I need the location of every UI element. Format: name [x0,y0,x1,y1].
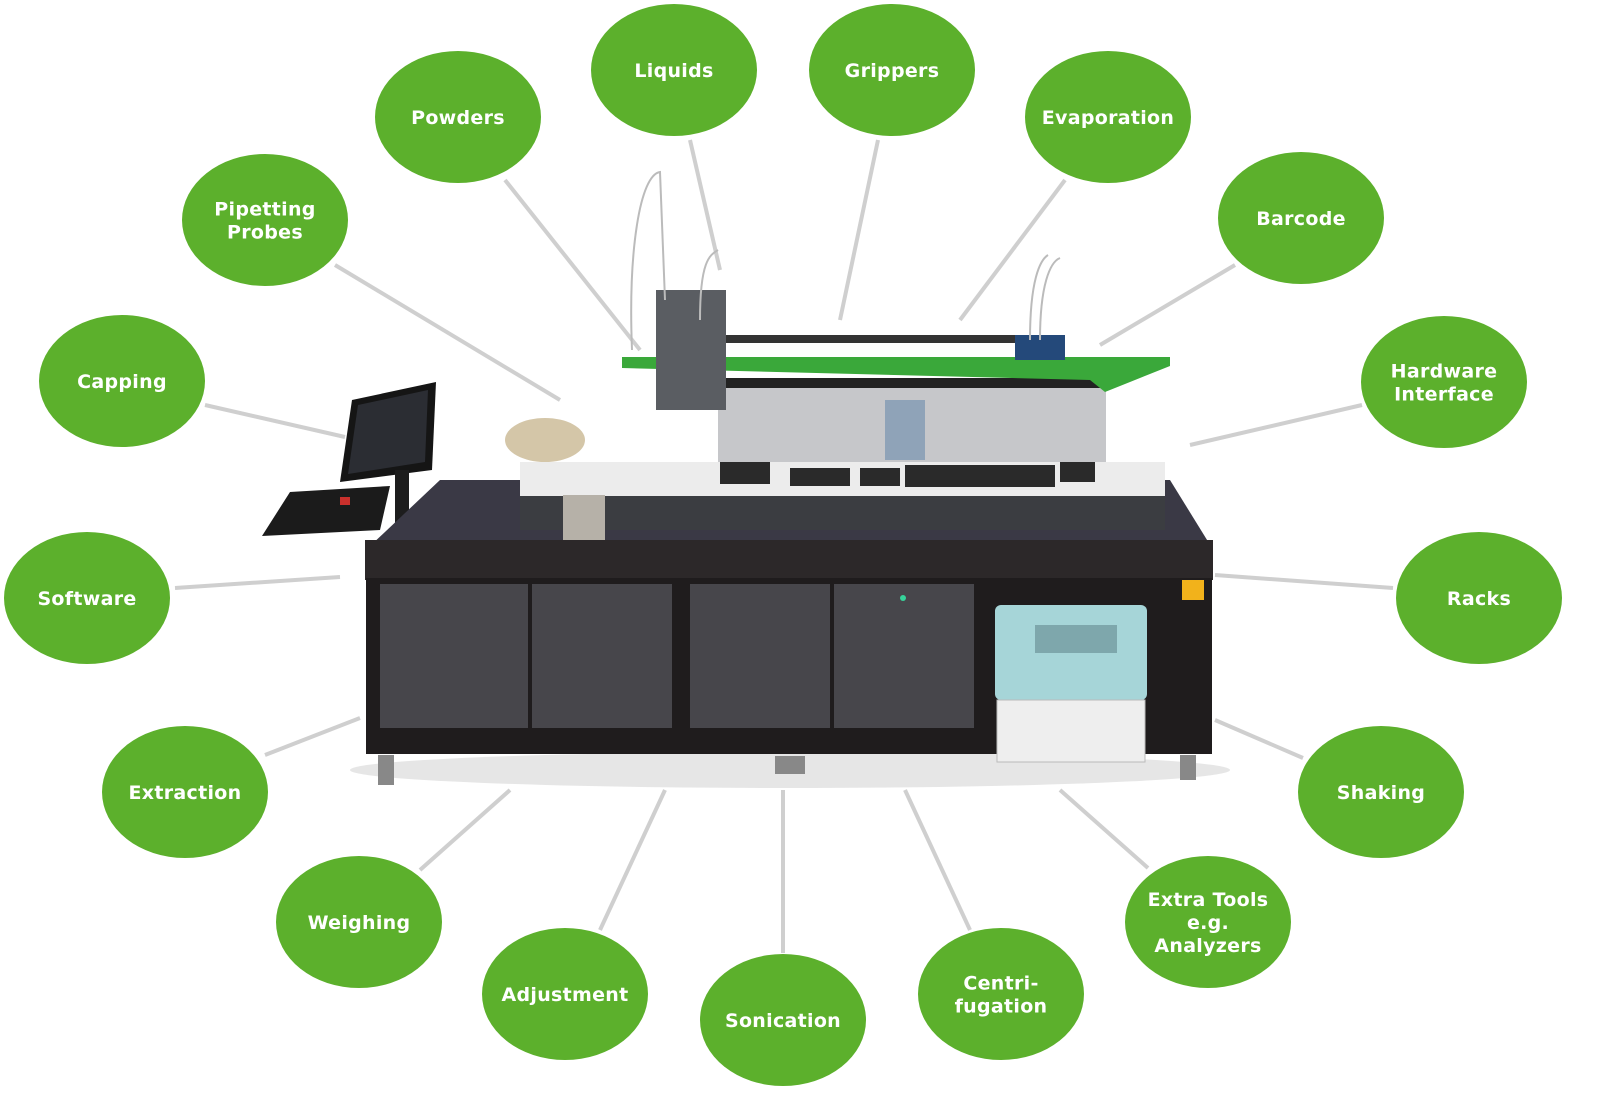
connector-centrifugation [903,789,972,931]
bubble-label: Adjustment [501,984,628,1006]
keyboard-tray [262,486,390,536]
waste-chute [563,495,605,540]
bubble-grippers: Grippers [809,4,975,136]
bubble-label: Shaking [1337,782,1425,804]
bubble-evaporation: Evaporation [1025,51,1191,183]
connector-liquids [688,139,722,271]
bubble-adjustment: Adjustment [482,928,648,1060]
monitor-screen [348,390,428,474]
bubble-centrifugation: Centri-fugation [918,928,1084,1060]
bubble-shape [1361,316,1527,448]
bubble-label: e.g. [1187,912,1229,934]
bubble-shape [182,154,348,286]
gantry-head-left [656,290,726,410]
bubble-shape [39,315,205,447]
bubble-sonication: Sonication [700,954,866,1086]
bubble-shape [1218,152,1384,284]
bubble-shape [375,51,541,183]
bubble-shape [918,928,1084,1060]
bubble-shape [102,726,268,858]
bubble-shape [1025,51,1191,183]
connector-hardware-interface [1189,403,1363,447]
emergency-stop [340,497,350,505]
connector-software [174,575,341,590]
bubble-label: Capping [77,371,167,393]
probe-tubing [630,170,1061,351]
bubble-label: Centri- [963,973,1038,995]
bubble-shape [482,928,648,1060]
connector-adjustment [598,789,667,931]
connector-extra-tools [1058,788,1150,870]
chiller-display [1035,625,1117,653]
lab-automation-machine [262,170,1230,788]
gantry-beam [690,335,1035,343]
bubble-label: Evaporation [1042,107,1175,129]
bubble-software: Software [4,532,170,664]
bubble-label: Racks [1447,588,1511,610]
cabinet-doors [380,584,974,728]
bubble-shape [700,954,866,1086]
connector-capping [204,403,346,439]
connector-barcode [1098,263,1237,347]
bubble-label: Pipetting [214,199,315,221]
bubble-label: Analyzers [1154,935,1261,957]
main-switch [1182,580,1204,600]
bubble-shape [1298,726,1464,858]
connector-shaking [1214,718,1304,760]
connector-grippers [838,139,880,321]
bubble-label: fugation [955,996,1048,1018]
bubble-capping: Capping [39,315,205,447]
window [885,400,925,460]
bubble-label: Weighing [308,912,411,934]
bubble-label: Barcode [1256,208,1346,230]
bubble-label: Probes [227,222,303,244]
bubble-weighing: Weighing [276,856,442,988]
casters [378,755,1196,785]
chiller-grille [996,699,1146,763]
bubble-label: Hardware [1391,361,1498,383]
bubble-label: Extraction [129,782,242,804]
bubble-racks: Racks [1396,532,1562,664]
connector-pipetting-probes [333,263,562,402]
sample-racks [720,462,1095,487]
connector-evaporation [958,178,1067,322]
bubble-liquids: Liquids [591,4,757,136]
bubble-label: Extra Tools [1148,889,1269,911]
bubble-shape [1125,856,1291,988]
bubble-label: Interface [1394,384,1494,406]
bubble-label: Software [37,588,136,610]
bubble-shape [1396,532,1562,664]
connector-powders [503,178,642,352]
powder-feeder-bowl [505,418,585,462]
green-gantry-bar [622,357,1170,392]
bubble-label: Sonication [725,1010,841,1032]
connector-extraction [264,716,361,757]
bubble-barcode: Barcode [1218,152,1384,284]
deck-base [520,496,1165,530]
bubble-label: Grippers [845,60,940,82]
gantry-rail [715,378,1105,388]
bubble-shape [276,856,442,988]
bubble-powders: Powders [375,51,541,183]
bubble-label: Liquids [634,60,713,82]
bubble-shape [4,532,170,664]
cabinet-top [365,540,1213,580]
connector-racks [1214,573,1394,590]
connector-weighing [418,788,512,872]
bubble-extraction: Extraction [102,726,268,858]
status-light [900,595,906,601]
bubble-label: Powders [411,107,505,129]
bubble-shape [591,4,757,136]
bubble-shaking: Shaking [1298,726,1464,858]
connector-lines [174,139,1394,953]
bubble-shape [809,4,975,136]
